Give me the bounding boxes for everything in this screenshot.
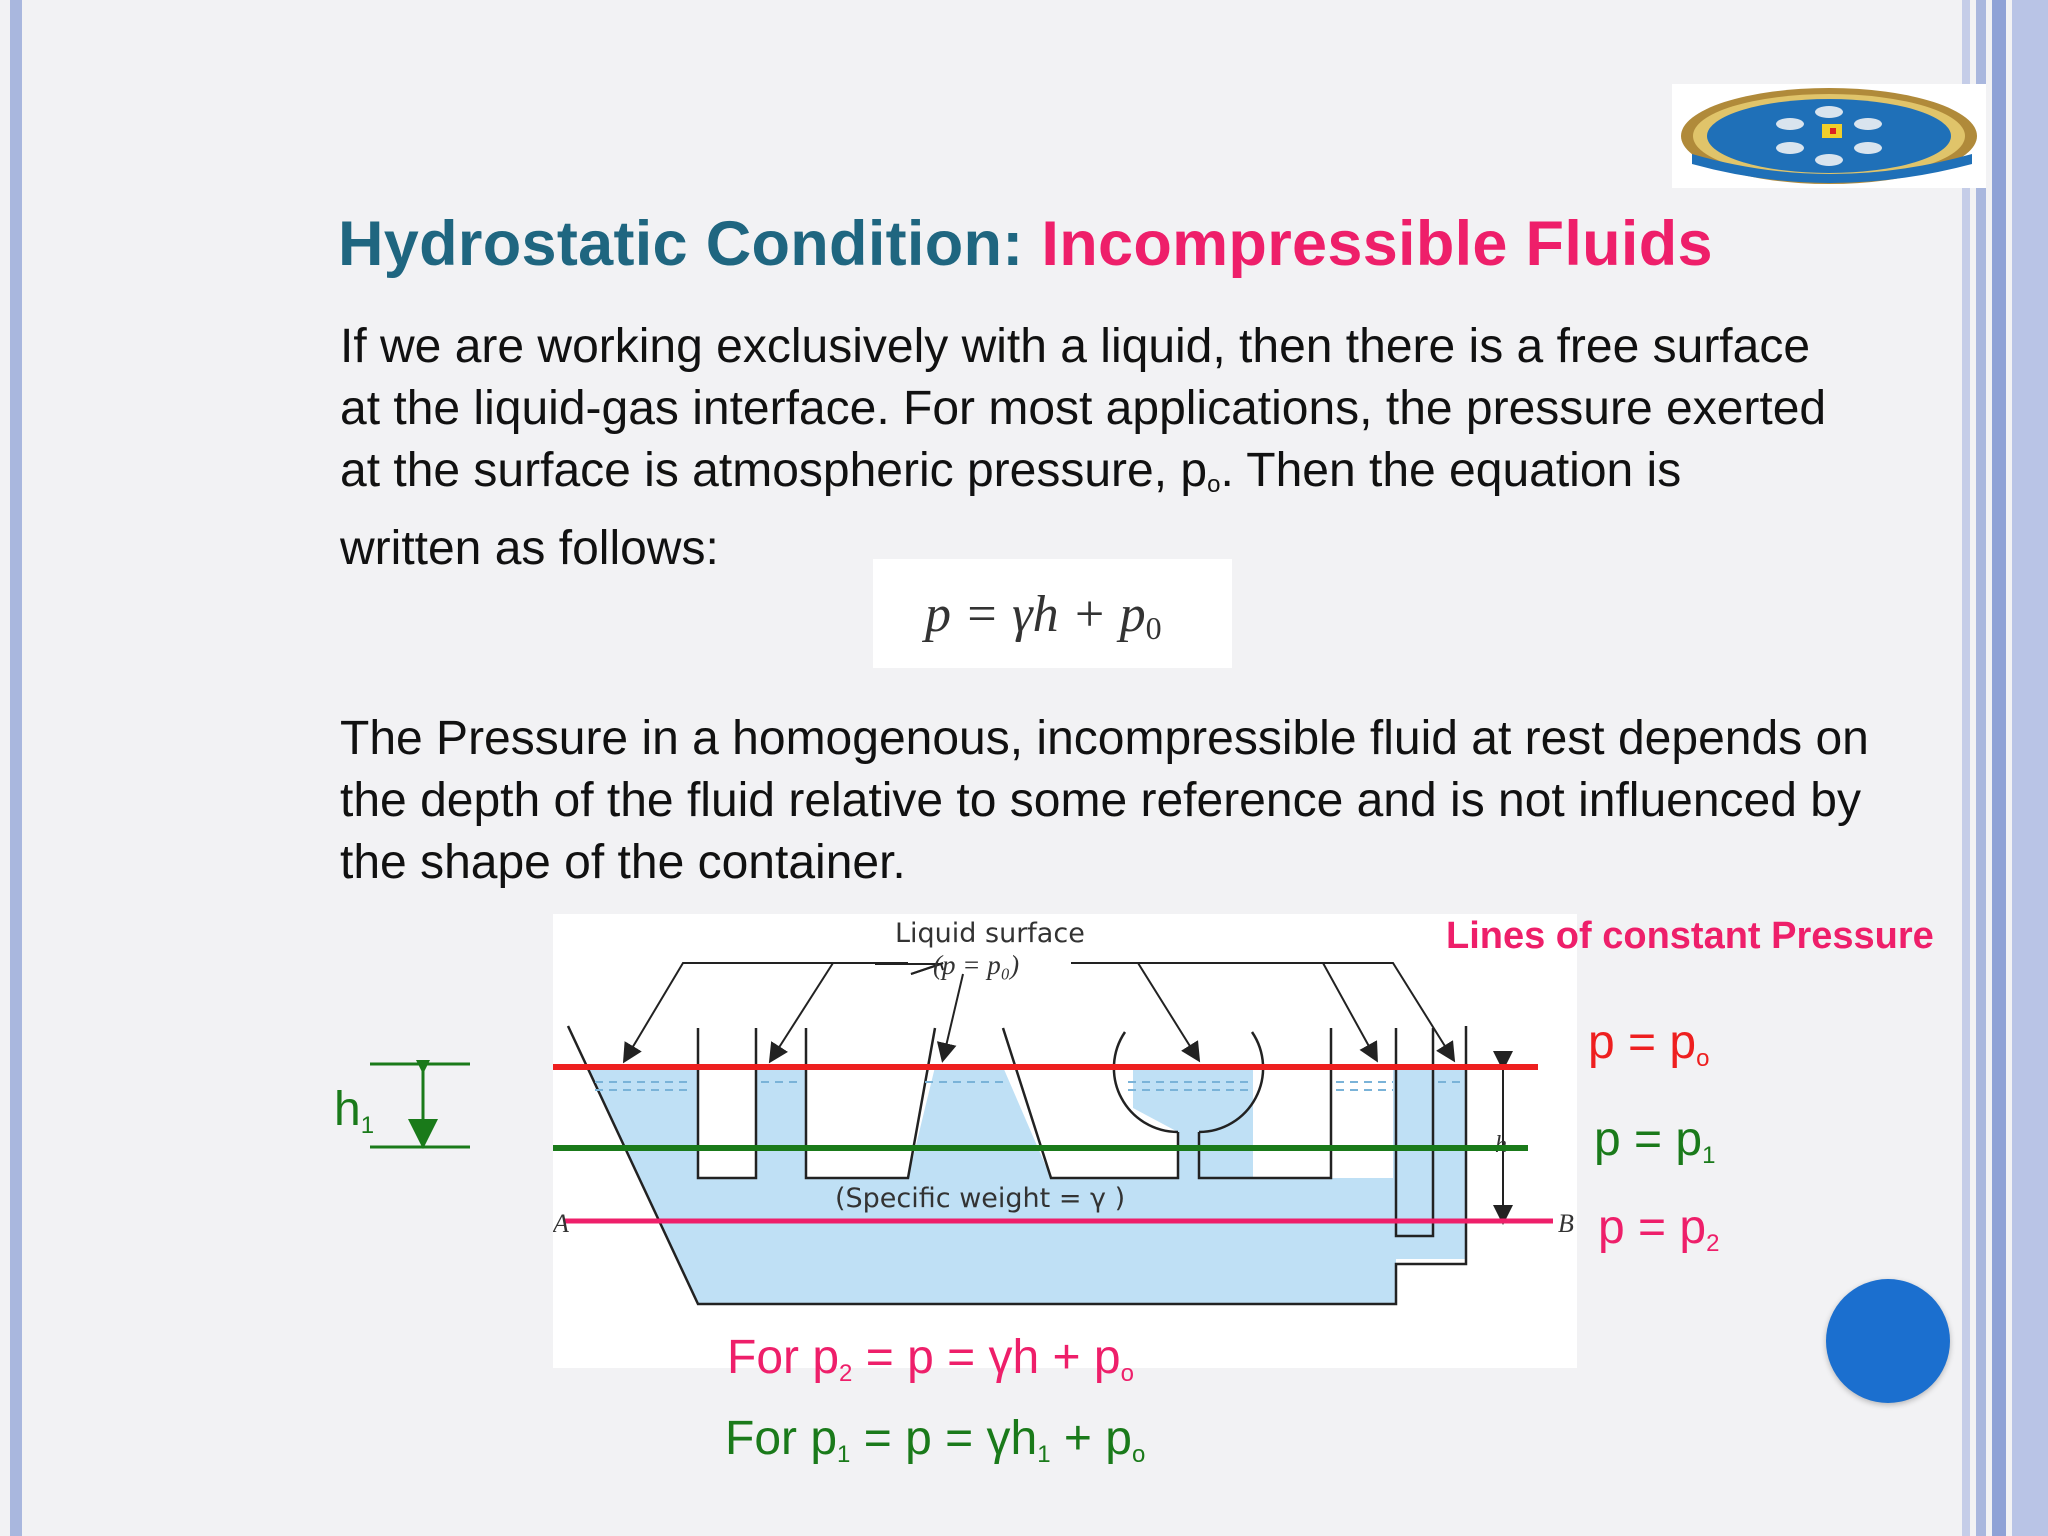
p2-label: p = p2 bbox=[1598, 1201, 1720, 1257]
point-a-label: A bbox=[553, 1209, 569, 1238]
right-border-stripes bbox=[1962, 0, 2048, 1536]
slide-title: Hydrostatic Condition: Incompressible Fl… bbox=[338, 209, 1713, 279]
container-diagram: h Liquid surface (p = p₀) (Specific weig… bbox=[523, 914, 1577, 1368]
decorative-blue-circle bbox=[1826, 1279, 1950, 1403]
point-b-label: B bbox=[1558, 1209, 1574, 1238]
institution-logo bbox=[1672, 84, 1986, 188]
p1-label: p = p1 bbox=[1594, 1113, 1716, 1169]
h1-label: h1 bbox=[334, 1083, 375, 1139]
equation-box: p = γh + p0 bbox=[873, 559, 1232, 668]
h1-dimension bbox=[368, 1044, 478, 1160]
left-border-bar bbox=[10, 0, 22, 1536]
liquid-surface-equation: (p = p₀) bbox=[933, 950, 1019, 980]
liquid-surface-label: Liquid surface bbox=[895, 918, 1085, 949]
intro-paragraph: If we are working exclusively with a liq… bbox=[340, 320, 1827, 575]
p0-label: p = po bbox=[1588, 1016, 1710, 1072]
constant-pressure-label: Lines of constant Pressure bbox=[1446, 915, 1934, 957]
formula-p2: For p2 = p = γh + po bbox=[727, 1331, 1134, 1387]
formula-p1: For p1 = p = γh1 + po bbox=[725, 1412, 1146, 1468]
hydrostatic-equation: p = γh + p0 bbox=[925, 586, 1162, 646]
specific-weight-label: (Specific weight = γ ) bbox=[835, 1183, 1125, 1214]
pressure-paragraph: The Pressure in a homogenous, incompress… bbox=[340, 712, 1869, 889]
